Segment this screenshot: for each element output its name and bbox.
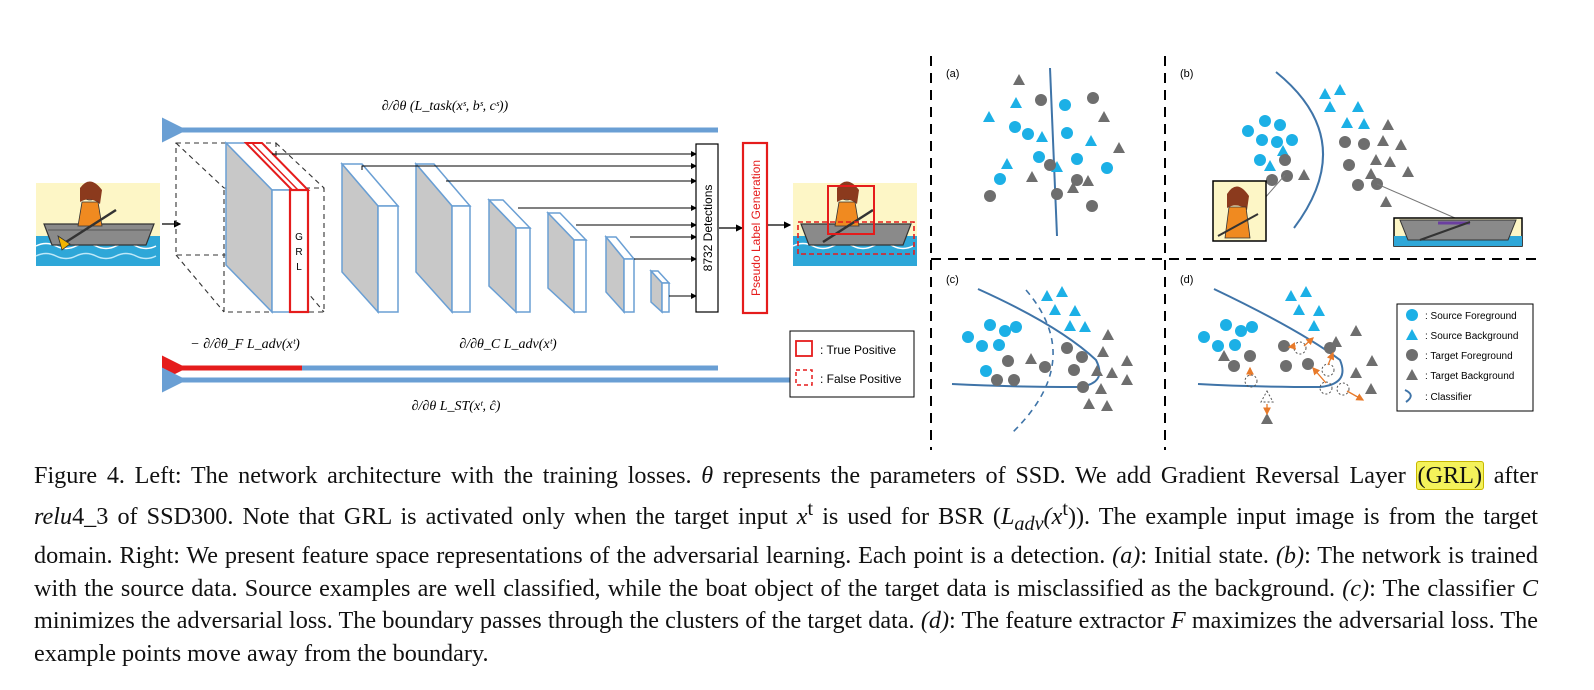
girl-inset: [1212, 180, 1267, 242]
caption-text: after: [1484, 462, 1538, 489]
figure-caption: Figure 4. Left: The network architecture…: [34, 460, 1538, 670]
caption-text: of SSD300. Note that GRL is activated on…: [108, 502, 797, 530]
legend-true-positive: : True Positive: [820, 343, 896, 357]
classifier-line: [1049, 67, 1058, 237]
detection-connections: [272, 151, 697, 299]
caption-text: The example input image is from the targ…: [34, 502, 1538, 570]
caption-text: represents the parameters of SSD. We add…: [713, 462, 1416, 489]
feature-legend: : Source Foreground : Source Background …: [1396, 303, 1534, 412]
grl-letter-g: G: [295, 232, 303, 243]
input-image: [35, 181, 160, 266]
ladv-subscript: adv: [1014, 512, 1044, 535]
ladv-arg: (x: [1043, 502, 1063, 530]
classifier-curve: [1275, 71, 1324, 229]
caption-text: )).: [1067, 502, 1091, 530]
conv-block-6: [604, 234, 636, 314]
conv-block-2: [340, 161, 400, 314]
previous-classifier-curve: [1012, 289, 1054, 433]
boat-inset: [1393, 217, 1523, 247]
pseudo-label-text: Pseudo Label Generation: [749, 160, 763, 296]
grl-highlight: (GRL): [1415, 461, 1485, 490]
caption-text: minimizes the adversarial loss. The boun…: [34, 607, 921, 635]
true-positive-box: [827, 185, 875, 235]
detections-box: 8732 Detections: [695, 143, 719, 313]
panel-a: [983, 67, 1125, 237]
conv-block-7: [649, 269, 671, 314]
caption-text: maximizes the adversarial loss. The exam…: [34, 607, 1539, 667]
legend-classifier: : Classifier: [1425, 392, 1472, 403]
legend-false-positive: : False Positive: [820, 372, 902, 386]
legend-source-background: : Source Background: [1425, 331, 1518, 342]
adv-c-loss-label: ∂/∂θ_C L_adv(xᵗ): [459, 337, 557, 352]
conv-block-1: [224, 141, 294, 314]
panel-b: [1212, 71, 1523, 247]
conv-block-5: [546, 211, 588, 314]
grl-layer: G R L: [243, 142, 311, 314]
conv-block-3: [414, 161, 472, 314]
task-loss-label: ∂/∂θ (L_task(xˢ, bˢ, cˢ)): [382, 99, 509, 114]
caption-text: : Initial state.: [1140, 542, 1276, 570]
legend-target-background: : Target Background: [1425, 371, 1514, 382]
caption-text: : The classifier: [1369, 574, 1522, 602]
feature-space-panels: (a) (b) (c) (d): [930, 56, 1536, 450]
label-c: (c): [1342, 574, 1370, 602]
label-a: (a): [1112, 542, 1141, 570]
relu-symbol: relu: [34, 502, 73, 530]
caption-text: : The network is trained with the source…: [34, 542, 1539, 602]
xt-superscript: t: [807, 497, 814, 520]
ladv-superscript: t: [1062, 497, 1068, 520]
relu-number: 4_3: [72, 502, 109, 530]
panel-c-label: (c): [946, 274, 959, 286]
false-positive-box: [797, 221, 915, 255]
figure-4: G R L: [35, 56, 1536, 450]
xt-symbol: x: [796, 502, 808, 530]
st-loss-label: ∂/∂θ L_ST(xᵗ, ĉ): [412, 399, 501, 414]
classifier-symbol: C: [1521, 574, 1538, 602]
grl-letter-r: R: [295, 247, 302, 258]
panel-a-label: (a): [946, 68, 959, 80]
panel-d: [1197, 286, 1378, 424]
theta-symbol: θ: [701, 462, 714, 489]
panel-c: [951, 286, 1133, 433]
caption-text: Left: The network architecture with the …: [124, 462, 702, 489]
network-architecture: G R L: [35, 99, 917, 414]
legend-source-foreground: : Source Foreground: [1425, 311, 1517, 322]
ladv-symbol: L: [1000, 502, 1015, 530]
conv-block-4: [487, 198, 532, 314]
grl-letter-l: L: [296, 262, 302, 273]
detection-legend: : True Positive : False Positive: [789, 330, 915, 398]
adv-f-loss-label: − ∂/∂θ_F L_adv(xᵗ): [190, 337, 300, 352]
caption-text: : The feature extractor: [949, 607, 1171, 635]
legend-target-foreground: : Target Foreground: [1425, 351, 1513, 362]
label-b: (b): [1275, 542, 1305, 570]
extractor-symbol: F: [1170, 607, 1186, 635]
panel-b-label: (b): [1180, 68, 1193, 80]
panel-d-label: (d): [1180, 274, 1193, 286]
caption-text: is used for BSR (: [813, 502, 1001, 530]
figure-label: Figure 4.: [34, 462, 125, 489]
detections-label: 8732 Detections: [701, 185, 715, 272]
classifier-curve: [951, 288, 1101, 389]
label-d: (d): [920, 607, 950, 635]
output-image: [792, 181, 917, 266]
pseudo-label-box: Pseudo Label Generation: [741, 141, 769, 315]
classifier-curve: [1197, 288, 1344, 389]
